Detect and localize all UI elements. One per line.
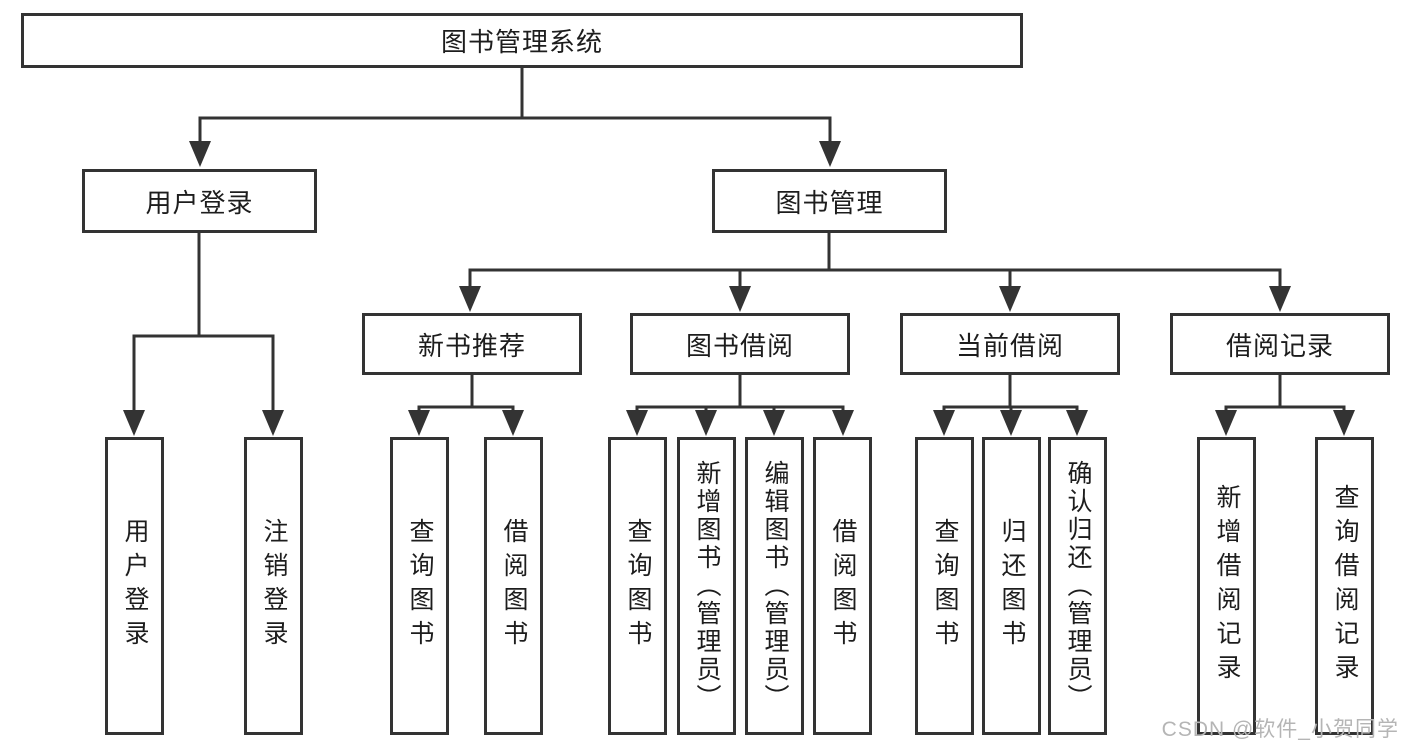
leaf-query-books-current-label: 查询图书 — [931, 518, 959, 654]
leaf-user-login: 用户登录 — [105, 437, 164, 735]
node-book-borrowing: 图书借阅 — [630, 313, 850, 375]
node-book-management: 图书管理 — [712, 169, 947, 233]
leaf-query-borrow-record: 查询借阅记录 — [1315, 437, 1374, 735]
node-user-login-label: 用户登录 — [145, 187, 254, 218]
leaf-query-books-current: 查询图书 — [915, 437, 974, 735]
leaf-return-books: 归还图书 — [982, 437, 1041, 735]
leaf-borrow-books-borrowing: 借阅图书 — [813, 437, 872, 735]
leaf-query-books-recommend: 查询图书 — [390, 437, 449, 735]
leaf-query-books-recommend-label: 查询图书 — [406, 518, 434, 654]
leaf-add-books-admin-label: 新增图书（管理员） — [693, 460, 721, 712]
node-current-borrowing-label: 当前借阅 — [955, 330, 1064, 361]
node-borrowing-records: 借阅记录 — [1170, 313, 1390, 375]
leaf-add-books-admin: 新增图书（管理员） — [677, 437, 736, 735]
node-book-borrowing-label: 图书借阅 — [685, 330, 794, 361]
leaf-borrow-books-recommend: 借阅图书 — [484, 437, 543, 735]
leaf-query-books-borrowing-label: 查询图书 — [624, 518, 652, 654]
leaf-borrow-books-recommend-label: 借阅图书 — [500, 518, 528, 654]
node-current-borrowing: 当前借阅 — [900, 313, 1120, 375]
node-root: 图书管理系统 — [21, 13, 1023, 68]
leaf-borrow-books-borrowing-label: 借阅图书 — [829, 518, 857, 654]
leaf-user-login-label: 用户登录 — [121, 518, 149, 654]
node-new-book-recommendation-label: 新书推荐 — [417, 330, 526, 361]
node-user-login: 用户登录 — [82, 169, 317, 233]
leaf-edit-books-admin-label: 编辑图书（管理员） — [761, 460, 789, 712]
leaf-confirm-return-admin: 确认归还（管理员） — [1048, 437, 1107, 735]
node-book-management-label: 图书管理 — [775, 187, 884, 218]
leaf-return-books-label: 归还图书 — [998, 518, 1026, 654]
leaf-confirm-return-admin-label: 确认归还（管理员） — [1064, 460, 1092, 712]
watermark: CSDN @软件_小贺同学 — [1161, 718, 1399, 741]
node-root-label: 图书管理系统 — [440, 27, 603, 57]
leaf-add-borrow-record: 新增借阅记录 — [1197, 437, 1256, 735]
leaf-logout: 注销登录 — [244, 437, 303, 735]
node-new-book-recommendation: 新书推荐 — [362, 313, 582, 375]
leaf-query-borrow-record-label: 查询借阅记录 — [1331, 484, 1359, 688]
leaf-query-books-borrowing: 查询图书 — [608, 437, 667, 735]
node-borrowing-records-label: 借阅记录 — [1225, 330, 1334, 361]
leaf-logout-label: 注销登录 — [260, 518, 288, 654]
leaf-add-borrow-record-label: 新增借阅记录 — [1213, 484, 1241, 688]
leaf-edit-books-admin: 编辑图书（管理员） — [745, 437, 804, 735]
